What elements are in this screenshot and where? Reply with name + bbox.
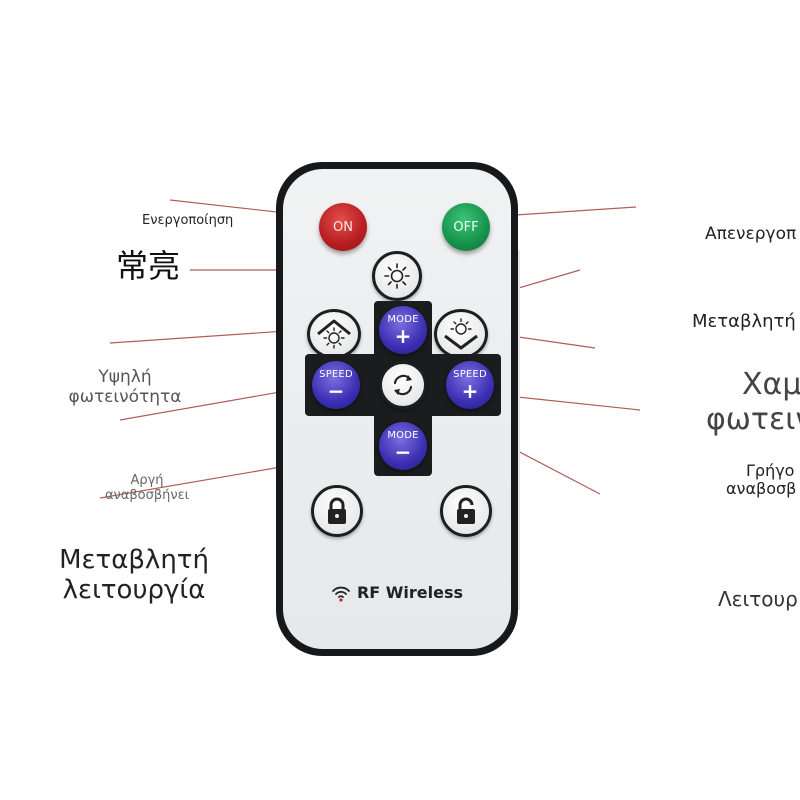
brightness-up-icon [317, 319, 351, 349]
label-low-brightness-2: φωτειν [706, 401, 800, 437]
label-fast-flash-2: αναβοσβ [726, 479, 797, 499]
label-steady: 常亮 [116, 247, 181, 285]
mode-up-label: MODE [387, 313, 419, 325]
label-fast-flash: Γρήγο αναβοσβ [726, 461, 797, 499]
speed-down-button[interactable]: SPEED − [312, 361, 360, 409]
sun-icon [384, 263, 410, 289]
label-high-brightness-1: Υψηλή [98, 367, 152, 387]
wifi-icon [332, 586, 350, 602]
refresh-icon [393, 374, 413, 396]
lock-icon [328, 497, 346, 524]
brightness-down-icon [444, 318, 478, 350]
mode-down-sign: − [394, 439, 412, 464]
label-variable-mode-2: λειτουργία [62, 574, 206, 605]
speed-up-sign: + [461, 378, 479, 403]
speed-down-sign: − [327, 378, 345, 403]
label-high-brightness-2: φωτεινότητα [68, 386, 182, 407]
label-slow-flash-1: Αργή [130, 473, 164, 488]
label-off: Απενεργοπ [705, 224, 797, 244]
label-variable-right: Μεταβλητή [692, 311, 796, 332]
label-on: Ενεργοποίηση [142, 213, 234, 228]
label-mode-right: Λειτουρ [718, 587, 798, 611]
remote-face: ON OFF [283, 169, 511, 649]
brightness-down-button[interactable] [434, 309, 488, 359]
off-button-label: OFF [453, 219, 479, 235]
label-slow-flash: Αργή αναβοσβήνει [92, 473, 202, 504]
speed-up-button[interactable]: SPEED + [446, 361, 494, 409]
label-low-brightness: Χαμ φωτειν [706, 367, 800, 437]
on-button[interactable]: ON [319, 203, 367, 251]
label-high-brightness: Υψηλή φωτεινότητα [58, 367, 192, 407]
lock-button[interactable] [311, 485, 363, 537]
label-low-brightness-1: Χαμ [742, 367, 800, 402]
unlock-icon [457, 497, 475, 524]
label-slow-flash-2: αναβοσβήνει [104, 487, 190, 503]
mode-down-label: MODE [387, 429, 419, 441]
unlock-button[interactable] [440, 485, 492, 537]
brand-logo: RF Wireless [283, 583, 511, 602]
cycle-button[interactable] [379, 361, 427, 409]
mode-up-button[interactable]: MODE + [379, 306, 427, 354]
brightness-up-button[interactable] [307, 309, 361, 359]
rf-remote-control: ON OFF [276, 162, 518, 656]
off-button[interactable]: OFF [442, 203, 490, 251]
speed-up-label: SPEED [453, 368, 487, 380]
speed-down-label: SPEED [319, 368, 353, 380]
label-variable-mode: Μεταβλητή λειτουργία [50, 545, 218, 606]
label-fast-flash-1: Γρήγο [746, 461, 795, 480]
mode-down-button[interactable]: MODE − [379, 422, 427, 470]
brand-text: RF Wireless [356, 583, 464, 602]
steady-light-button[interactable] [372, 251, 422, 301]
on-button-label: ON [333, 219, 353, 235]
mode-up-sign: + [394, 323, 412, 348]
label-variable-mode-1: Μεταβλητή [59, 545, 209, 575]
